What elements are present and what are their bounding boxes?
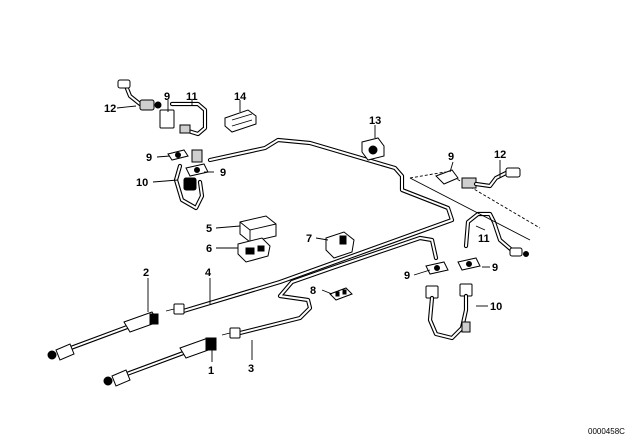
document-id: 0000458C	[588, 427, 625, 436]
callout-2: 2	[143, 267, 149, 279]
body-outline	[409, 171, 541, 241]
part-11-left-pipe	[159, 101, 208, 137]
callout-5: 5	[206, 223, 212, 235]
callout-10-left: 10	[136, 177, 148, 189]
part-14-clamp	[224, 109, 257, 133]
callout-11-right: 11	[478, 233, 490, 245]
part-9-12-right-hose	[435, 167, 521, 189]
callout-9-right-right: 9	[492, 262, 498, 274]
callout-6: 6	[206, 243, 212, 255]
part-2-brake-cable	[47, 311, 159, 361]
callout-7: 7	[306, 233, 312, 245]
callout-9-mid-left: 9	[146, 152, 152, 164]
main-brake-line	[177, 137, 455, 315]
callout-9-top-right: 9	[448, 151, 454, 163]
callout-labels: 12 9 11 14 13 9 9 10 9 12 5 6 7 11 2 4 9…	[104, 91, 625, 436]
callout-9-right-left: 9	[404, 270, 410, 282]
part-9-10-right-hose	[425, 257, 481, 341]
part-7-bracket	[325, 231, 355, 259]
callout-9-left-right: 9	[220, 167, 226, 179]
callout-12-right: 12	[494, 149, 506, 161]
right-brake-line	[463, 211, 517, 255]
leader-lines	[116, 100, 501, 362]
callout-14: 14	[234, 91, 247, 103]
callout-3: 3	[248, 363, 254, 375]
lower-brake-line	[233, 235, 439, 337]
part-8-clip	[329, 287, 353, 301]
part-11-right-fitting	[509, 247, 529, 257]
callout-4: 4	[205, 267, 212, 279]
part-5-bracket	[239, 215, 277, 243]
part-9-10-left-hose	[167, 149, 209, 211]
callout-10-right: 10	[490, 301, 502, 313]
part-4-fitting	[165, 303, 185, 315]
callout-8: 8	[310, 285, 316, 297]
callout-1: 1	[208, 365, 214, 377]
part-13-grommet	[361, 137, 385, 161]
part-1-brake-cable	[103, 337, 217, 387]
part-3-fitting	[221, 327, 241, 339]
callout-13: 13	[369, 115, 381, 127]
callout-11-left: 11	[186, 91, 198, 103]
callout-9-top-left: 9	[164, 91, 170, 103]
callout-12-left: 12	[104, 103, 116, 115]
part-12-left-hose	[117, 79, 162, 111]
part-6-clip	[237, 237, 271, 263]
